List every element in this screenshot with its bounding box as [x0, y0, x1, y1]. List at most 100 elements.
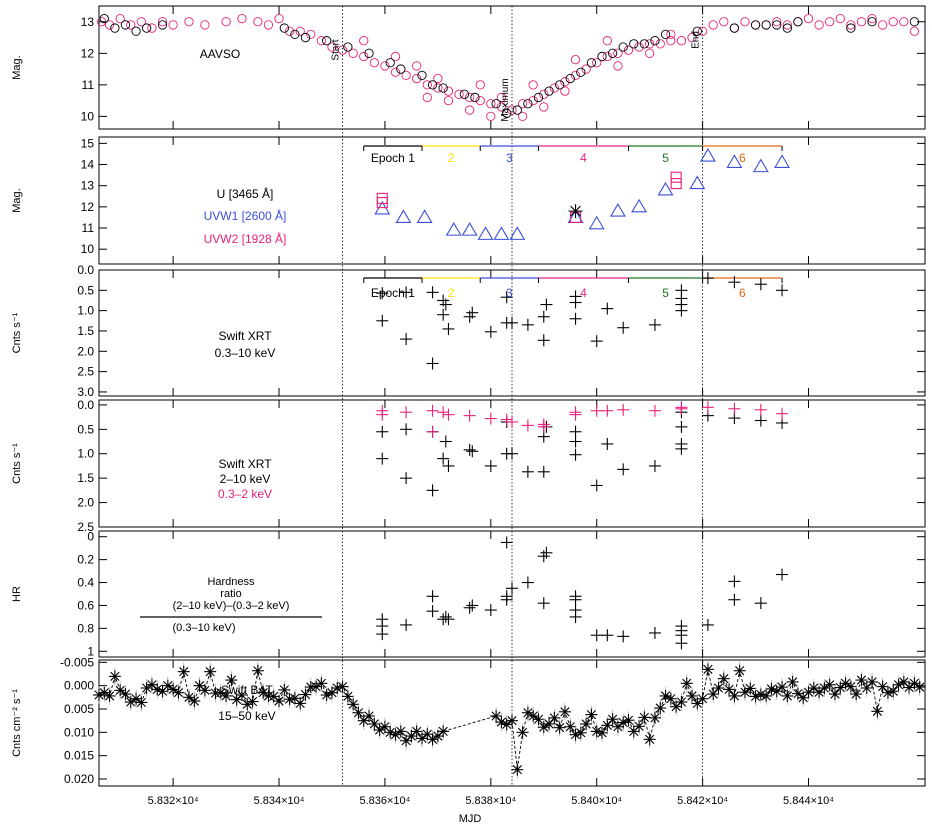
star-stroke [523, 708, 533, 718]
y-tick-label: 0 [87, 530, 94, 544]
data-point [752, 158, 769, 173]
data-point [740, 17, 750, 27]
panel-frame [98, 659, 926, 787]
x-tick-label: 5.838×10⁴ [465, 795, 516, 807]
star-stroke [120, 689, 131, 699]
data-point [601, 629, 614, 642]
data-point [686, 689, 699, 702]
star-stroke [655, 703, 665, 713]
star-stroke [676, 697, 687, 707]
data-point [376, 404, 389, 417]
data-point [486, 99, 496, 109]
data-point [433, 73, 443, 84]
data-point [251, 664, 264, 677]
y-tick-label: 12 [81, 200, 95, 214]
star-stroke [496, 717, 507, 727]
data-point [511, 763, 524, 776]
data-point [506, 316, 518, 329]
data-point [533, 92, 544, 103]
data-point [126, 20, 136, 30]
data-point [376, 287, 389, 300]
data-point [521, 576, 534, 589]
star-stroke [136, 697, 146, 708]
data-point [348, 48, 358, 58]
data-point [717, 672, 730, 685]
epoch-bracket [627, 145, 703, 151]
star-stroke [856, 675, 867, 685]
y-tick-label: 0.6 [77, 598, 94, 612]
data-point [509, 226, 526, 240]
y-tick-label: 0.4 [77, 576, 94, 590]
data-point [726, 154, 743, 168]
star-stroke [766, 684, 777, 694]
data-point [147, 23, 157, 33]
data-point [569, 604, 582, 617]
data-point [588, 215, 605, 230]
data-point [680, 677, 693, 690]
epoch-label: Epoch 1 [371, 286, 415, 300]
data-point [696, 692, 709, 705]
data-point [708, 20, 718, 30]
data-point [336, 680, 349, 693]
data-point [380, 61, 390, 71]
data-point [648, 404, 661, 417]
data-point [193, 679, 206, 692]
star-stroke [915, 682, 925, 692]
data-point [438, 83, 448, 93]
data-point [463, 409, 476, 422]
epoch-bracket [537, 145, 629, 151]
data-point [200, 20, 210, 30]
data-point [689, 175, 706, 190]
data-point [772, 17, 782, 27]
data-point [99, 13, 109, 24]
data-point [607, 48, 618, 58]
data-point [426, 286, 439, 299]
star-stroke [570, 730, 581, 740]
star-stroke [104, 691, 115, 701]
data-point [188, 695, 201, 708]
star-stroke [750, 691, 761, 702]
data-point [376, 314, 389, 327]
data-point [461, 222, 478, 236]
data-point [315, 677, 328, 690]
y-tick-label: 0.0 [77, 263, 94, 277]
data-point [439, 298, 452, 311]
star-stroke [745, 683, 755, 694]
data-point [417, 70, 427, 81]
star-stroke [173, 688, 184, 698]
data-point [548, 711, 561, 724]
data-point [523, 99, 533, 109]
y-tick-label: 10 [81, 242, 95, 256]
data-point [412, 73, 422, 84]
star-stroke [729, 691, 740, 701]
panel-annotation: Hardness [207, 576, 255, 588]
data-point [437, 308, 450, 321]
data-point [400, 472, 413, 485]
epoch-bracket [479, 145, 539, 151]
data-point [670, 171, 682, 183]
data-point [825, 17, 835, 27]
data-point [437, 452, 450, 465]
data-point [692, 26, 702, 36]
y-tick-label: 14 [81, 158, 95, 172]
data-point [427, 80, 438, 90]
data-point [793, 17, 803, 27]
data-point [537, 550, 550, 563]
star-stroke [581, 719, 591, 729]
data-point [241, 698, 254, 711]
data-point [754, 414, 767, 427]
data-point [855, 674, 868, 687]
data-point [899, 17, 909, 27]
epoch-bracket [363, 277, 422, 283]
data-point [664, 692, 677, 705]
y-tick-label: 3.0 [77, 385, 94, 399]
legend-entry-u: U [3465 Å] [217, 186, 274, 201]
data-point [657, 181, 674, 196]
y-tick-label: -0.005 [60, 655, 94, 669]
data-point [867, 17, 877, 27]
epoch-label: 4 [580, 151, 587, 165]
data-point [844, 680, 857, 693]
data-point [660, 29, 671, 40]
data-point [807, 682, 820, 694]
data-point [719, 17, 729, 27]
